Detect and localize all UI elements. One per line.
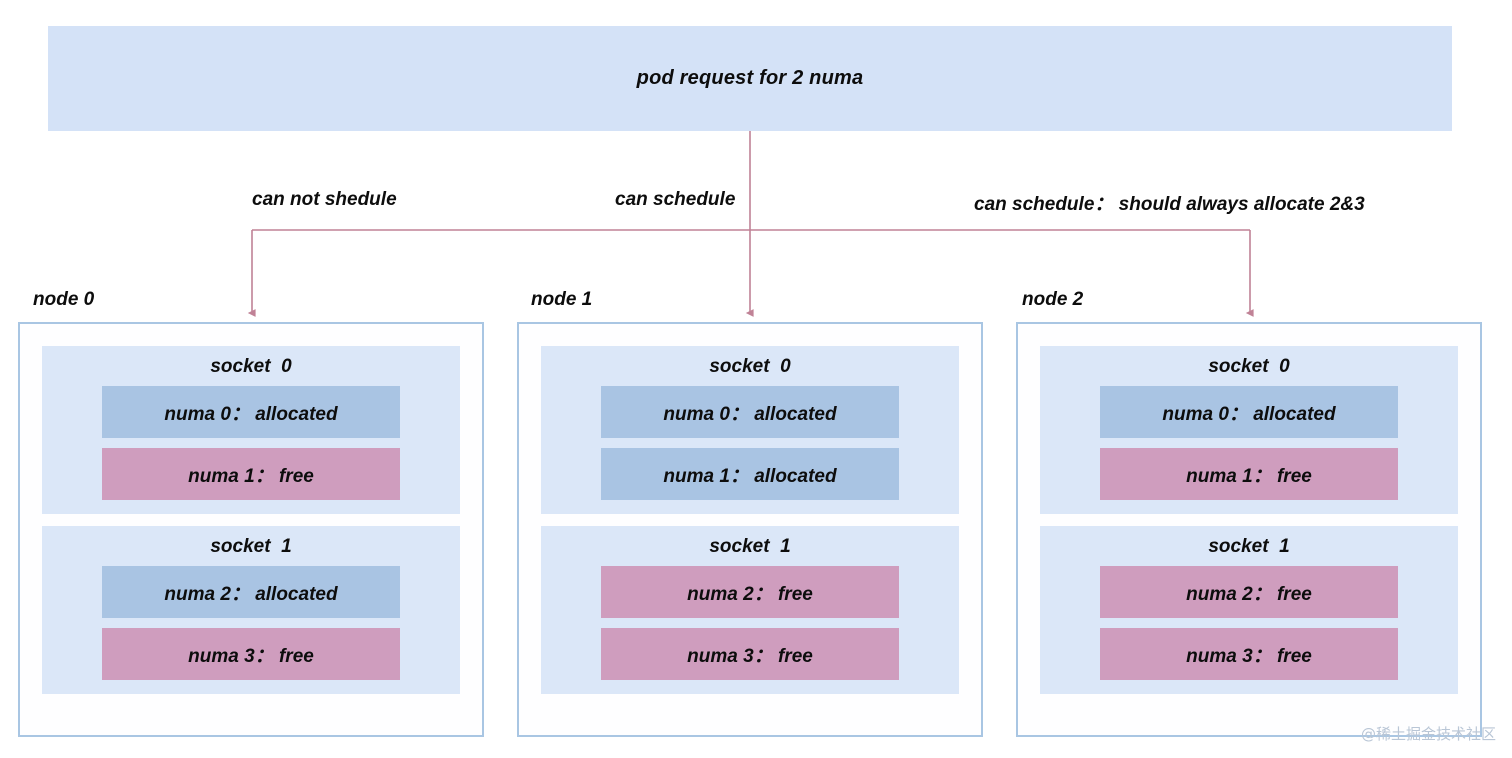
socket-list-2: socket 0 numa 0： allocated numa 1： free …	[1018, 324, 1480, 694]
numa-cell: numa 1： free	[1100, 448, 1398, 500]
socket-panel: socket 0 numa 0： allocated numa 1： alloc…	[541, 346, 959, 514]
numa-list: numa 2： free numa 3： free	[1040, 566, 1458, 680]
edge-label-node-2: can schedule： should always allocate 2&3	[974, 194, 1365, 215]
socket-list-0: socket 0 numa 0： allocated numa 1： free …	[20, 324, 482, 694]
numa-cell: numa 0： allocated	[601, 386, 899, 438]
node-box-1: socket 0 numa 0： allocated numa 1： alloc…	[517, 322, 983, 737]
numa-list: numa 0： allocated numa 1： allocated	[541, 386, 959, 500]
watermark: @稀土掘金技术社区	[1360, 725, 1496, 743]
node-caption-1: node 1	[531, 289, 593, 310]
socket-title: socket 0	[210, 356, 292, 377]
pod-request-banner: pod request for 2 numa	[48, 26, 1452, 131]
numa-cell: numa 1： allocated	[601, 448, 899, 500]
numa-cell: numa 1： free	[102, 448, 400, 500]
numa-cell: numa 2： allocated	[102, 566, 400, 618]
edge-label-node-1: can schedule	[615, 189, 736, 210]
node-box-0: socket 0 numa 0： allocated numa 1： free …	[18, 322, 484, 737]
node-box-2: socket 0 numa 0： allocated numa 1： free …	[1016, 322, 1482, 737]
numa-cell: numa 0： allocated	[1100, 386, 1398, 438]
numa-cell: numa 3： free	[1100, 628, 1398, 680]
numa-list: numa 0： allocated numa 1： free	[42, 386, 460, 500]
socket-panel: socket 1 numa 2： free numa 3： free	[541, 526, 959, 694]
node-caption-0: node 0	[33, 289, 95, 310]
node-caption-2: node 2	[1022, 289, 1084, 310]
socket-title: socket 1	[1208, 536, 1290, 557]
socket-title: socket 0	[709, 356, 791, 377]
numa-list: numa 0： allocated numa 1： free	[1040, 386, 1458, 500]
numa-list: numa 2： allocated numa 3： free	[42, 566, 460, 680]
socket-list-1: socket 0 numa 0： allocated numa 1： alloc…	[519, 324, 981, 694]
numa-cell: numa 2： free	[601, 566, 899, 618]
numa-cell: numa 3： free	[102, 628, 400, 680]
socket-panel: socket 0 numa 0： allocated numa 1： free	[42, 346, 460, 514]
socket-title: socket 0	[1208, 356, 1290, 377]
socket-title: socket 1	[709, 536, 791, 557]
socket-panel: socket 0 numa 0： allocated numa 1： free	[1040, 346, 1458, 514]
socket-panel: socket 1 numa 2： allocated numa 3： free	[42, 526, 460, 694]
edge-label-node-0: can not shedule	[252, 189, 397, 210]
numa-cell: numa 2： free	[1100, 566, 1398, 618]
pod-request-label: pod request for 2 numa	[636, 67, 864, 89]
numa-list: numa 2： free numa 3： free	[541, 566, 959, 680]
numa-cell: numa 3： free	[601, 628, 899, 680]
numa-cell: numa 0： allocated	[102, 386, 400, 438]
socket-title: socket 1	[210, 536, 292, 557]
socket-panel: socket 1 numa 2： free numa 3： free	[1040, 526, 1458, 694]
